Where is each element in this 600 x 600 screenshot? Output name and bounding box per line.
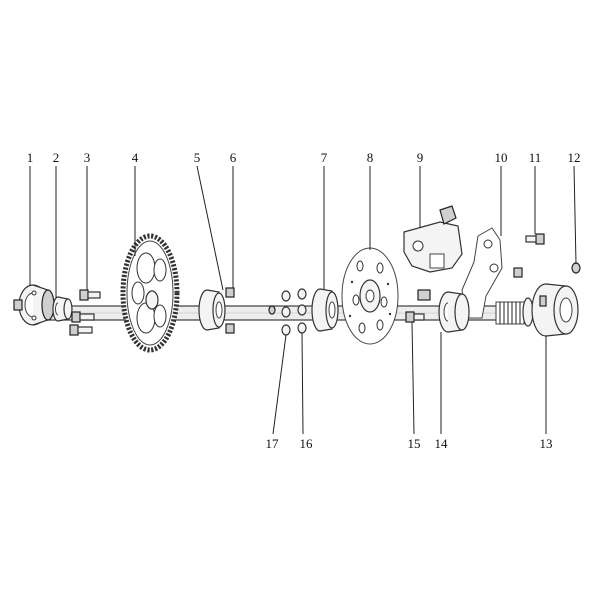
callout-13: 13	[540, 436, 553, 451]
bolt-3a	[79, 289, 101, 301]
part-2-spacer	[52, 296, 73, 322]
part-7-disc-hub	[311, 288, 339, 332]
part-16-17-nuts-washers	[268, 288, 307, 336]
part-13-end-hub	[531, 283, 579, 337]
part-1-hub-flange	[13, 284, 55, 326]
part-12-nut	[571, 262, 581, 274]
callout-5: 5	[194, 150, 201, 165]
callout-6: 6	[230, 150, 237, 165]
part-15-bolt	[405, 311, 425, 323]
bolt-3c	[69, 324, 93, 336]
callout-labels: 1 2 3 4 5 6 7 8 9 10 11 12 13 14 15 16 1…	[27, 150, 581, 451]
part-11-bolts	[513, 233, 545, 278]
part-4-sprocket	[120, 233, 180, 353]
callout-12: 12	[568, 150, 581, 165]
part-9-brake-caliper	[403, 205, 463, 301]
leader-lines	[29, 165, 577, 435]
part-14-bearing	[438, 291, 470, 333]
splined-shaft-end	[495, 297, 534, 327]
part-5-sprocket-carrier	[198, 289, 226, 331]
callout-17: 17	[266, 436, 280, 451]
callout-1: 1	[27, 150, 34, 165]
callout-9: 9	[417, 150, 424, 165]
callout-10: 10	[495, 150, 508, 165]
bolt-3b	[71, 311, 95, 323]
callout-14: 14	[435, 436, 449, 451]
callout-16: 16	[300, 436, 314, 451]
callout-3: 3	[84, 150, 91, 165]
callout-2: 2	[53, 150, 60, 165]
part-6-nuts	[225, 287, 235, 334]
callout-4: 4	[132, 150, 139, 165]
callout-11: 11	[529, 150, 542, 165]
part-3-bolts	[69, 289, 101, 336]
part-10-caliper-bracket	[461, 227, 503, 319]
callout-7: 7	[321, 150, 328, 165]
callout-8: 8	[367, 150, 374, 165]
callout-15: 15	[408, 436, 421, 451]
part-8-brake-disc	[341, 247, 399, 345]
